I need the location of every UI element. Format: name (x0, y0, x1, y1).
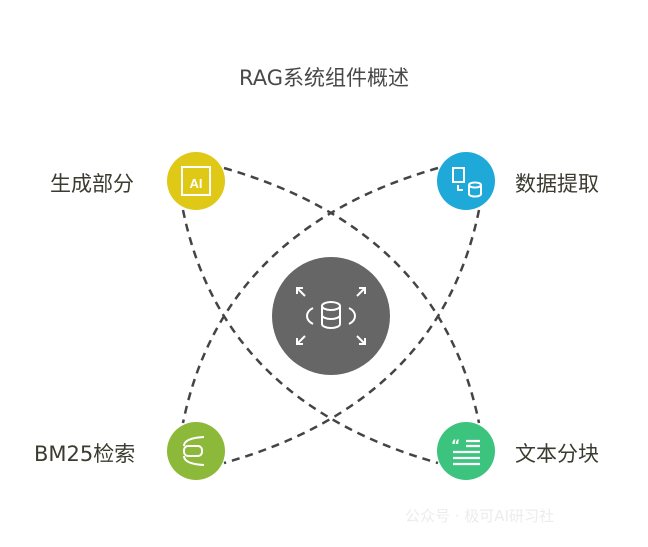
node-bm25 (167, 422, 225, 480)
label-generation: 生成部分 (50, 172, 134, 196)
svg-text:AI: AI (190, 176, 203, 191)
label-bm25: BM25检索 (34, 442, 136, 466)
watermark: 公众号 · 极可AI研习社 (405, 507, 554, 525)
connector-curve (181, 166, 439, 424)
node-generation: AI (167, 152, 225, 210)
connector-curve (223, 166, 481, 424)
image-to-database-icon (452, 167, 482, 198)
ai-icon: AI (181, 166, 211, 196)
text-block-icon: “ (451, 438, 480, 466)
center-node (272, 257, 390, 375)
database-expand-icon (296, 287, 366, 345)
label-chunking: 文本分块 (515, 442, 599, 466)
node-extraction (437, 152, 495, 210)
connector-curve (223, 209, 481, 465)
diagram-title: RAG系统组件概述 (238, 66, 409, 90)
retrieval-icon (183, 436, 205, 466)
label-extraction: 数据提取 (515, 172, 599, 196)
svg-text:“: “ (451, 438, 460, 454)
node-chunking: “ (437, 422, 495, 480)
connector-curve (181, 209, 439, 465)
